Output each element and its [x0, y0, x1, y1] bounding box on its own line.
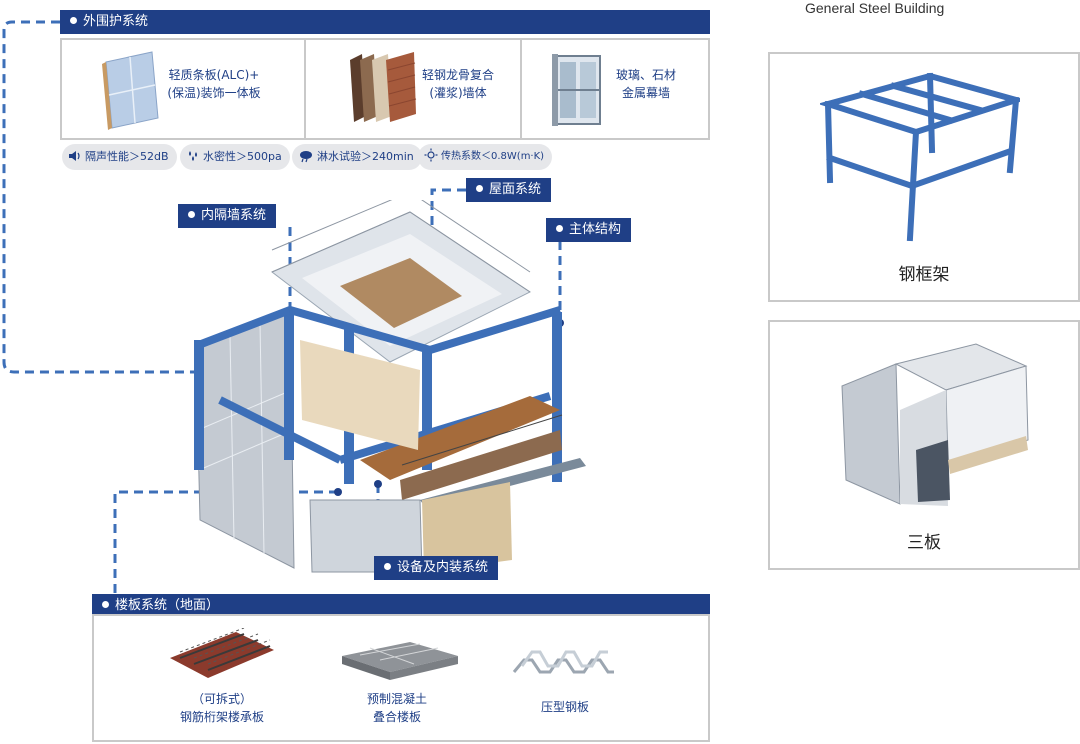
callout-label: 屋面系统 [489, 182, 542, 197]
precast-slab-image [342, 642, 458, 680]
bullet-dot [384, 563, 391, 570]
spec-sound-insulation: 隔声性能＞52dB [62, 144, 177, 170]
speaker-icon [69, 151, 80, 161]
panel-divider [304, 40, 306, 138]
profiled-steel-sheet-image [512, 650, 614, 674]
label-line: 叠合楼板 [372, 710, 421, 724]
callout-label: 主体结构 [569, 222, 622, 237]
label-line: 轻质条板(ALC)+ [168, 68, 260, 82]
spec-rain-test: 淋水试验＞240min [292, 144, 422, 170]
callout-label: 设备及内装系统 [397, 560, 489, 575]
label-line: 轻钢龙骨复合 [421, 68, 494, 82]
curtain-wall-image [552, 54, 601, 126]
label-line: （可拆式） [191, 692, 252, 706]
envelope-system-header: 外围护系统 [60, 10, 710, 34]
equipment-system-callout: 设备及内装系统 [374, 556, 499, 580]
callout-label: 内隔墙系统 [201, 208, 267, 223]
sun-icon [424, 148, 438, 162]
label-line: 钢筋桁架楼承板 [179, 710, 264, 724]
alc-panel-image [102, 51, 159, 130]
label-line: (灌浆)墙体 [429, 86, 487, 100]
rain-cloud-icon [300, 151, 312, 163]
spec-label: 隔声性能＞52dB [85, 150, 169, 163]
floor-products-panel [92, 614, 710, 742]
floor-system-title: 楼板系统（地面） [115, 598, 220, 613]
alc-panel-label: 轻质条板(ALC)+ (保温)装饰一体板 [164, 66, 264, 102]
partition-system-callout: 内隔墙系统 [178, 204, 277, 228]
steel-frame-caption: 钢框架 [898, 265, 950, 285]
bullet-dot [188, 211, 195, 218]
panel-divider [520, 40, 522, 138]
building-illustration [194, 200, 586, 573]
spec-label: 淋水试验＞240min [317, 150, 414, 163]
label-line: 压型钢板 [540, 700, 589, 714]
three-panels-image [841, 343, 1029, 506]
curtain-wall-label: 玻璃、石材 金属幕墙 [606, 66, 686, 102]
steel-truss-deck-label: （可拆式） 钢筋桁架楼承板 [152, 690, 292, 726]
bullet-dot [476, 185, 483, 192]
three-panels-caption: 三板 [907, 533, 941, 553]
page-title: General Steel Building [805, 0, 945, 16]
steel-truss-deck-image [170, 628, 274, 678]
three-panels-panel: 三板 [768, 320, 1080, 570]
steel-frame-panel: 钢框架 [768, 52, 1080, 302]
envelope-system-title: 外围护系统 [83, 14, 149, 29]
spec-label: 传热系数＜0.8W(m·K) [441, 151, 545, 162]
label-line: 玻璃、石材 [615, 68, 676, 82]
roof-system-callout: 屋面系统 [466, 178, 552, 202]
main-structure-callout: 主体结构 [546, 218, 632, 242]
label-line: 金属幕墙 [621, 86, 670, 100]
label-line: (保温)装饰一体板 [167, 86, 261, 100]
steel-keel-wall-image [350, 52, 417, 122]
water-drops-icon [189, 151, 197, 161]
steel-keel-wall-label: 轻钢龙骨复合 (灌浆)墙体 [414, 66, 502, 102]
steel-frame-image [820, 72, 1020, 242]
profiled-steel-sheet-label: 压型钢板 [510, 698, 620, 716]
label-line: 预制混凝土 [366, 692, 427, 706]
bullet-dot [556, 225, 563, 232]
bullet-dot [70, 17, 77, 24]
precast-slab-label: 预制混凝土 叠合楼板 [342, 690, 452, 726]
spec-water-tightness: 水密性＞500pa [180, 144, 290, 170]
bullet-dot [102, 601, 109, 608]
spec-heat-transfer: 传热系数＜0.8W(m·K) [418, 144, 553, 170]
spec-label: 水密性＞500pa [203, 150, 282, 163]
